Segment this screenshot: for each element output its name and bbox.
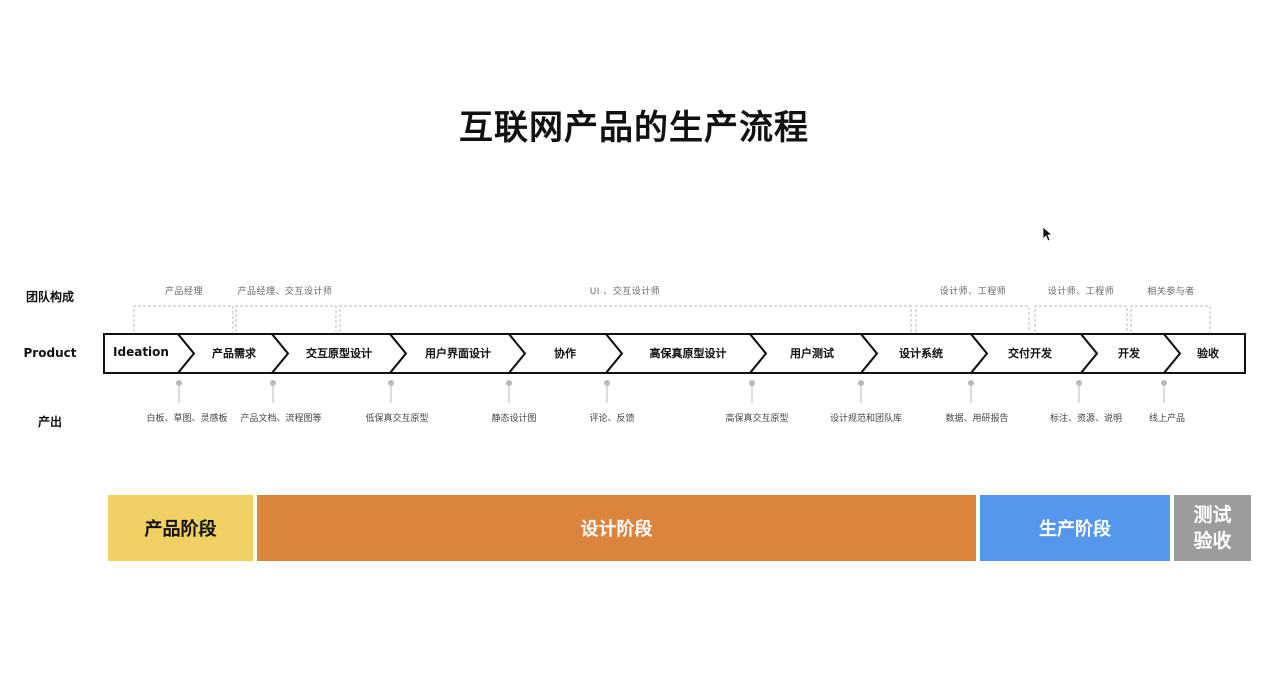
team-group-label: 产品经理、交互设计师: [237, 287, 333, 297]
output-label: 高保真交互原型: [725, 414, 789, 424]
output-connector-dot: [270, 380, 276, 386]
step-label: 交互原型设计: [306, 347, 372, 360]
team-group-label: 产品经理: [164, 287, 204, 297]
phase-label: 测试验收: [1193, 504, 1232, 552]
output-label: 数据、用研报告: [945, 414, 1009, 424]
team-bracket: [339, 305, 912, 332]
phase-product: 产品阶段: [108, 495, 253, 561]
team-group-label: UI 、交互设计师: [589, 287, 661, 297]
step-label: 设计系统: [899, 347, 943, 360]
phase-label: 设计阶段: [580, 519, 653, 540]
output-label: 静态设计图: [491, 414, 537, 424]
phase-design: 设计阶段: [257, 495, 976, 561]
step-label: 产品需求: [212, 347, 256, 360]
page-title: 互联网产品的生产流程: [459, 108, 809, 148]
row-label-product: Product: [23, 346, 77, 360]
step-chevron: [1161, 333, 1246, 374]
output-connector-dot: [604, 380, 610, 386]
output-connector-dot: [1161, 380, 1167, 386]
phase-label: 产品阶段: [144, 519, 217, 540]
step-label: 用户测试: [790, 347, 834, 360]
row-label-team: 团队构成: [25, 290, 74, 304]
step-label: 开发: [1118, 347, 1140, 360]
output-connector-dot: [176, 380, 182, 386]
row-label-output: 产出: [37, 415, 62, 429]
output-connector-dot: [506, 380, 512, 386]
team-group-label: 设计师、工程师: [1047, 287, 1115, 297]
output-label: 产品文档、流程图等: [240, 414, 322, 424]
output-label: 标注、资源、说明: [1049, 414, 1123, 424]
step-label: 高保真原型设计: [649, 347, 727, 360]
phase-production: 生产阶段: [980, 495, 1170, 561]
team-bracket: [915, 305, 1030, 332]
phase-label: 生产阶段: [1039, 519, 1111, 540]
output-connector-dot: [858, 380, 864, 386]
step-label: 交付开发: [1008, 347, 1052, 360]
team-bracket: [235, 305, 337, 332]
phase-testing: 测试验收: [1174, 495, 1251, 561]
team-bracket: [1130, 305, 1211, 332]
output-label: 低保真交互原型: [365, 414, 429, 424]
output-label: 设计规范和团队库: [829, 414, 903, 424]
step-label: 协作: [554, 347, 576, 360]
output-connector-dot: [388, 380, 394, 386]
mouse-cursor-icon: [1042, 226, 1052, 242]
output-connector-dot: [968, 380, 974, 386]
team-group-label: 设计师、工程师: [939, 287, 1007, 297]
output-connector-dot: [749, 380, 755, 386]
step-label: 用户界面设计: [425, 347, 491, 360]
team-bracket: [133, 305, 234, 332]
output-label: 线上产品: [1148, 414, 1186, 424]
team-bracket: [1034, 305, 1128, 332]
output-connector-dot: [1076, 380, 1082, 386]
output-label: 白板、草图、灵感板: [146, 414, 228, 424]
output-label: 评论、反馈: [589, 414, 635, 424]
step-label-ideation: Ideation: [113, 345, 169, 359]
step-label: 验收: [1197, 347, 1219, 360]
team-group-label: 相关参与者: [1147, 287, 1195, 297]
